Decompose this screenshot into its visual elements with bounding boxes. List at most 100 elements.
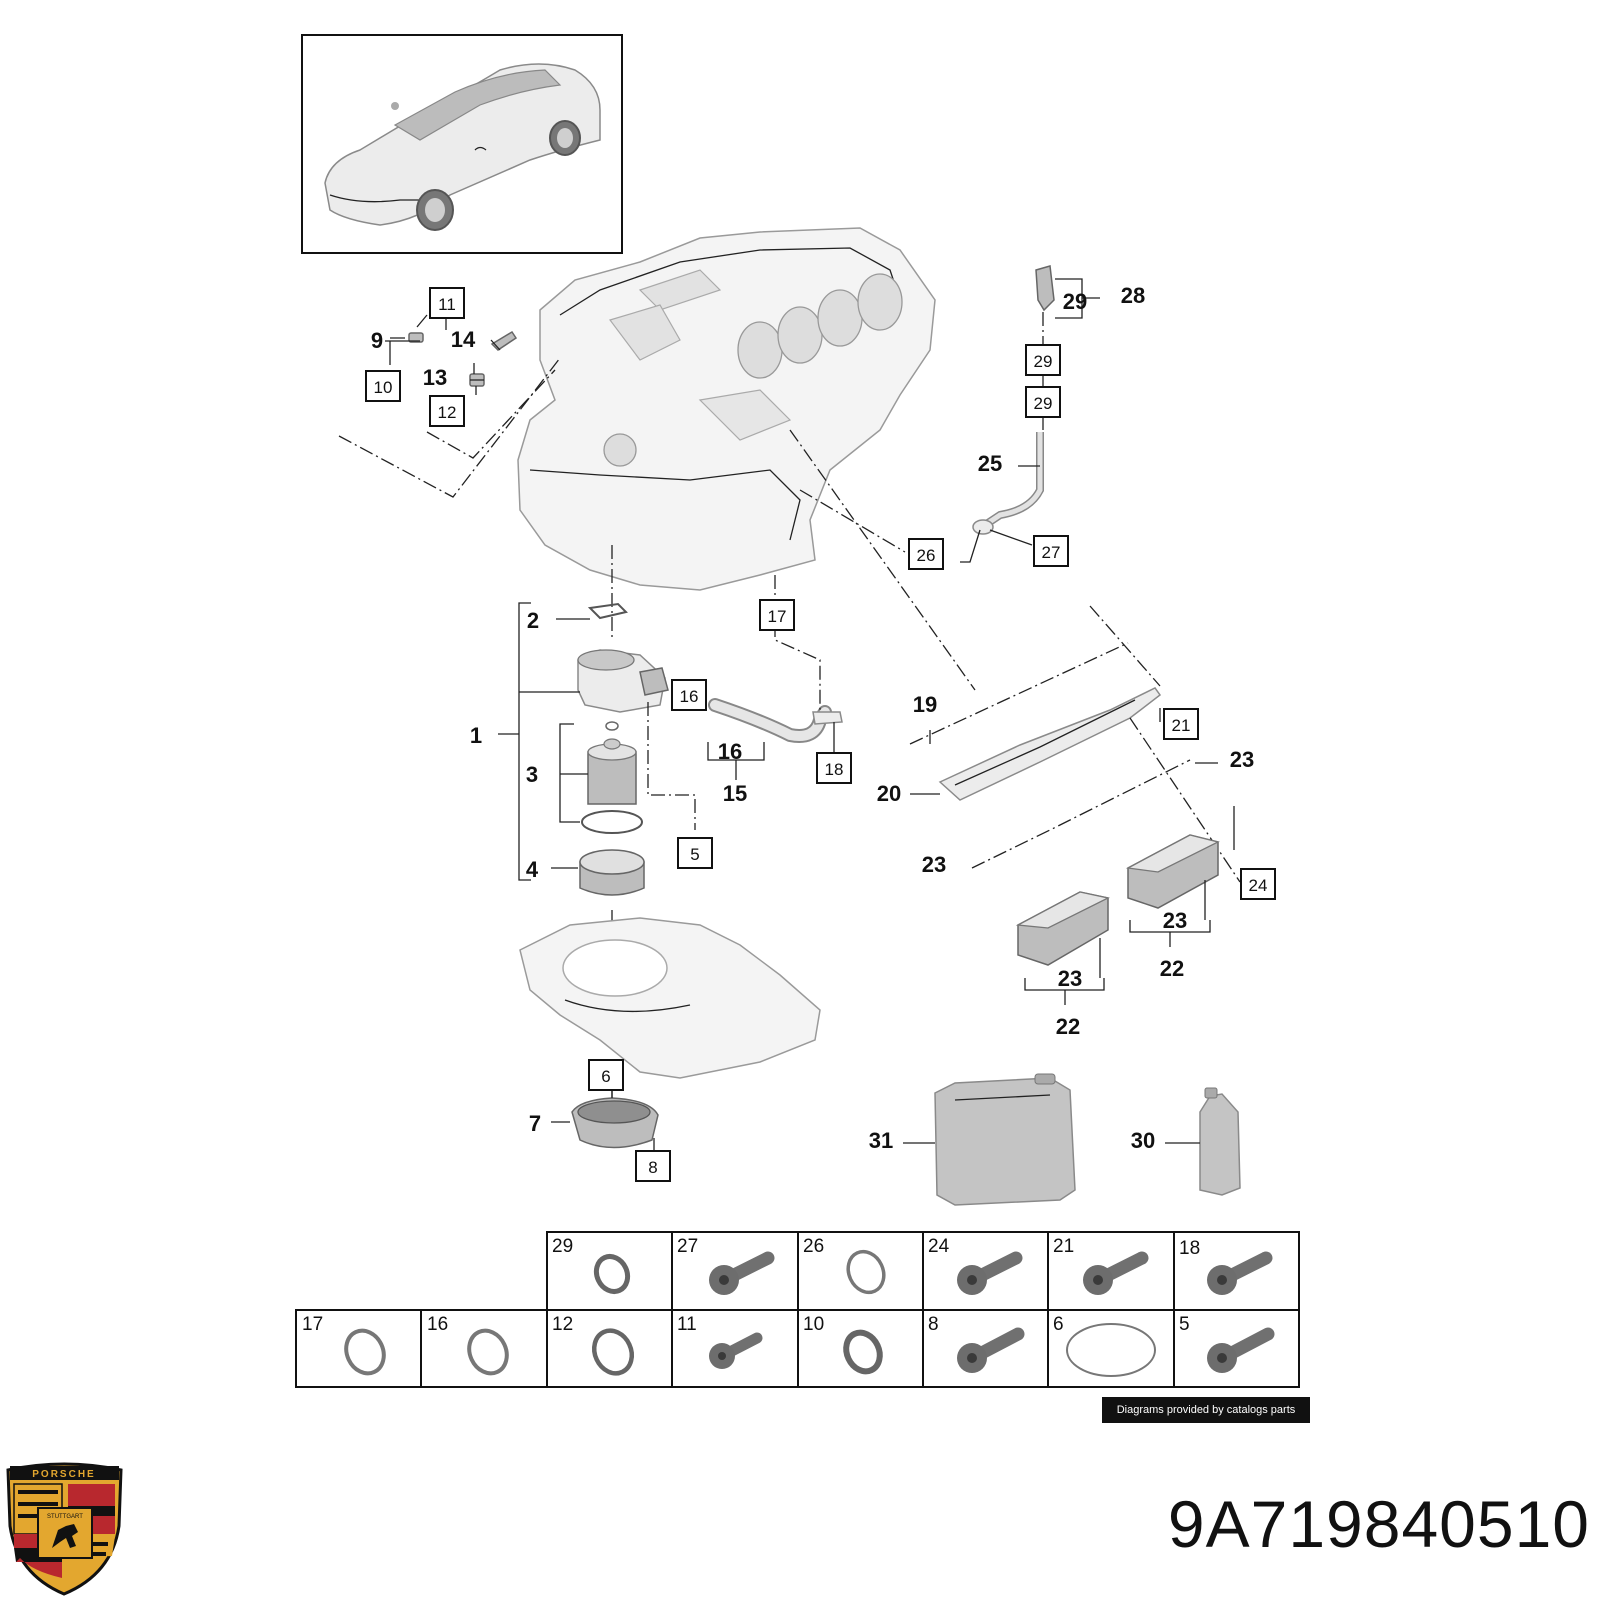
callout: 30 xyxy=(1131,1128,1155,1153)
callout: 13 xyxy=(423,365,447,390)
svg-text:29: 29 xyxy=(1034,394,1053,413)
boxed-callout: 11 xyxy=(429,287,465,319)
parts-table-cell: 12 xyxy=(552,1314,635,1376)
callout: 22 xyxy=(1056,1014,1080,1039)
boxed-callout: 27 xyxy=(1033,535,1069,567)
svg-text:24: 24 xyxy=(928,1236,950,1257)
boxed-callout: 29 xyxy=(1025,386,1061,418)
svg-text:26: 26 xyxy=(803,1236,824,1257)
o-ring-icon xyxy=(591,1328,635,1376)
boxed-callout: 21 xyxy=(1163,708,1199,740)
callout: 2 xyxy=(527,608,539,633)
svg-text:STUTTGART: STUTTGART xyxy=(47,1514,83,1520)
callout: 16 xyxy=(718,739,742,764)
sensor-group xyxy=(338,314,561,498)
callout: 1 xyxy=(470,723,482,748)
svg-text:27: 27 xyxy=(1042,543,1061,562)
callout: 14 xyxy=(451,327,476,352)
svg-text:17: 17 xyxy=(768,607,787,626)
svg-text:24: 24 xyxy=(1249,876,1268,895)
svg-text:6: 6 xyxy=(601,1067,610,1086)
callout: 4 xyxy=(526,857,539,882)
svg-text:8: 8 xyxy=(648,1158,657,1177)
bolt-icon xyxy=(1207,1327,1275,1373)
bolt-icon xyxy=(1083,1251,1149,1295)
parts-table-cell: 21 xyxy=(1053,1236,1149,1295)
svg-text:5: 5 xyxy=(690,845,699,864)
porsche-crest-logo: PORSCHE STUTTGART xyxy=(2,1456,127,1598)
bolt-icon xyxy=(957,1327,1025,1373)
boxed-callout: 18 xyxy=(816,752,852,784)
svg-text:12: 12 xyxy=(552,1314,573,1335)
engine-block-illustration xyxy=(517,227,936,591)
svg-text:21: 21 xyxy=(1172,716,1191,735)
callout: 23 xyxy=(1163,908,1187,933)
part-number: 9A719840510 xyxy=(1167,1487,1590,1561)
o-ring-icon xyxy=(344,1328,386,1376)
svg-text:29: 29 xyxy=(552,1236,573,1257)
callout: 23 xyxy=(1230,747,1254,772)
callout: 7 xyxy=(529,1111,541,1136)
svg-text:5: 5 xyxy=(1179,1314,1190,1335)
callout: 23 xyxy=(922,852,946,877)
svg-text:21: 21 xyxy=(1053,1236,1074,1257)
parts-table-cell: 16 xyxy=(427,1314,509,1376)
callout: 29 xyxy=(1063,289,1087,314)
boxed-callout: 16 xyxy=(671,679,707,711)
bolt-icon xyxy=(709,1251,775,1295)
o-ring-icon xyxy=(846,1249,886,1295)
callout: 23 xyxy=(1058,966,1082,991)
callout: 25 xyxy=(978,451,1002,476)
parts-table-cell: 11 xyxy=(677,1314,763,1369)
svg-text:11: 11 xyxy=(677,1314,697,1335)
boxed-callout: 6 xyxy=(588,1059,624,1091)
boxed-callout: 10 xyxy=(365,370,401,402)
svg-text:26: 26 xyxy=(917,546,936,565)
parts-table-cell: 6 xyxy=(1053,1314,1156,1377)
callout: 3 xyxy=(526,762,538,787)
svg-text:12: 12 xyxy=(438,403,457,422)
boxed-callout: 29 xyxy=(1025,344,1061,376)
dipstick-assembly xyxy=(789,265,1100,691)
svg-text:6: 6 xyxy=(1053,1314,1064,1335)
parts-table: 29 27 26 24 21 18 17 16 xyxy=(295,1231,1300,1388)
oil-baffle-assembly xyxy=(909,605,1241,1005)
o-ring-icon xyxy=(593,1253,631,1295)
callout: 28 xyxy=(1121,283,1145,308)
svg-text:11: 11 xyxy=(438,295,456,314)
boxed-callout: 24 xyxy=(1240,868,1276,900)
boxed-callout: 5 xyxy=(677,837,713,869)
callout: 20 xyxy=(877,781,901,806)
svg-text:17: 17 xyxy=(302,1314,323,1335)
parts-table-cell: 26 xyxy=(803,1236,886,1295)
parts-table-cell: 8 xyxy=(928,1314,1025,1373)
vehicle-inset xyxy=(301,34,623,254)
callout: 22 xyxy=(1160,956,1184,981)
boxed-callout: 12 xyxy=(429,395,465,427)
parts-table-grid xyxy=(295,1231,1300,1388)
car-illustration xyxy=(324,63,601,231)
oil-pan-illustration xyxy=(519,917,821,1160)
svg-text:8: 8 xyxy=(928,1314,939,1335)
svg-text:16: 16 xyxy=(427,1314,448,1335)
oil-containers xyxy=(903,1073,1241,1206)
oil-filter-assembly xyxy=(498,545,696,960)
parts-table-cell: 24 xyxy=(928,1236,1023,1295)
boxed-callout: 26 xyxy=(908,538,944,570)
svg-text:16: 16 xyxy=(680,687,699,706)
callout: 19 xyxy=(913,692,937,717)
parts-table-cell: 29 xyxy=(552,1236,631,1295)
svg-text:18: 18 xyxy=(1179,1238,1200,1259)
callout: 15 xyxy=(723,781,747,806)
parts-table-cell: 5 xyxy=(1179,1314,1275,1373)
large-seal-ring-icon xyxy=(1066,1323,1156,1377)
svg-text:10: 10 xyxy=(803,1314,824,1335)
boxed-callout: 17 xyxy=(759,599,795,631)
svg-text:18: 18 xyxy=(825,760,844,779)
parts-table-cell: 10 xyxy=(803,1314,883,1375)
svg-text:PORSCHE: PORSCHE xyxy=(32,1469,95,1480)
boxed-callouts: 5 6 8 10 11 12 16 17 18 21 24 26 27 29 2… xyxy=(365,287,1276,1182)
boxed-callout: 8 xyxy=(635,1150,671,1182)
bolt-icon xyxy=(957,1251,1023,1295)
